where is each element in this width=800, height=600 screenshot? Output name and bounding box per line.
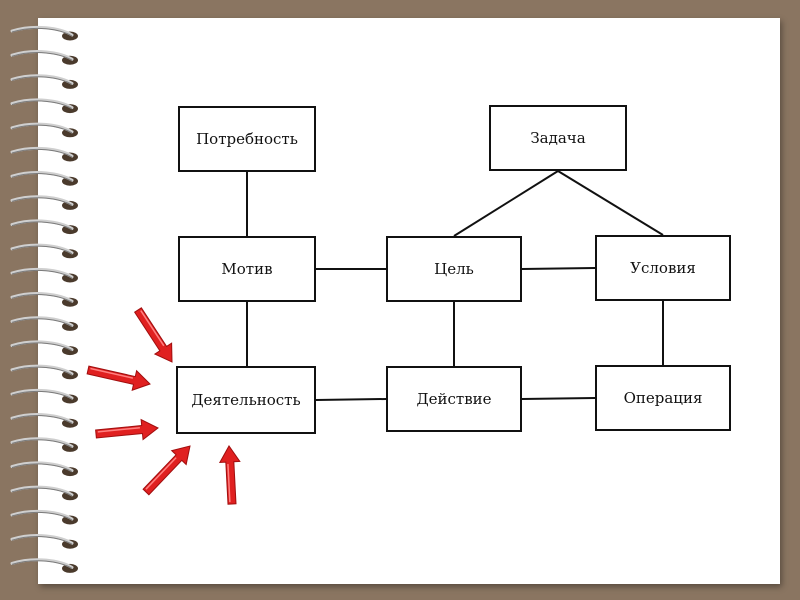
spiral-ring <box>10 25 78 41</box>
node-conditions: Условия <box>595 235 731 301</box>
spiral-ring <box>10 485 78 501</box>
spiral-ring <box>10 413 78 428</box>
spiral-ring <box>10 558 78 573</box>
spiral-ring <box>10 316 78 331</box>
spiral-ring <box>10 219 78 235</box>
spiral-ring <box>10 195 78 210</box>
spiral-ring <box>10 509 78 525</box>
node-goal: Цель <box>386 236 522 302</box>
spiral-ring <box>10 50 78 65</box>
spiral-ring <box>10 364 78 380</box>
node-action: Действие <box>386 366 522 432</box>
node-need: Потребность <box>178 106 316 172</box>
spiral-ring <box>10 388 78 404</box>
spiral-ring <box>10 340 78 356</box>
spiral-ring <box>10 534 78 549</box>
node-motive: Мотив <box>178 236 316 302</box>
spiral-ring <box>10 146 78 162</box>
spiral-ring <box>10 122 78 138</box>
node-operation: Операция <box>595 365 731 431</box>
spiral-ring <box>10 171 78 186</box>
spiral-ring <box>10 98 78 114</box>
node-activity: Деятельность <box>176 366 316 434</box>
spiral-ring <box>10 292 78 307</box>
spiral-ring <box>10 267 78 283</box>
spiral-ring <box>10 74 78 89</box>
spiral-ring <box>10 461 78 477</box>
node-task: Задача <box>489 105 627 171</box>
spiral-ring <box>10 243 78 259</box>
spiral-ring <box>10 437 78 452</box>
